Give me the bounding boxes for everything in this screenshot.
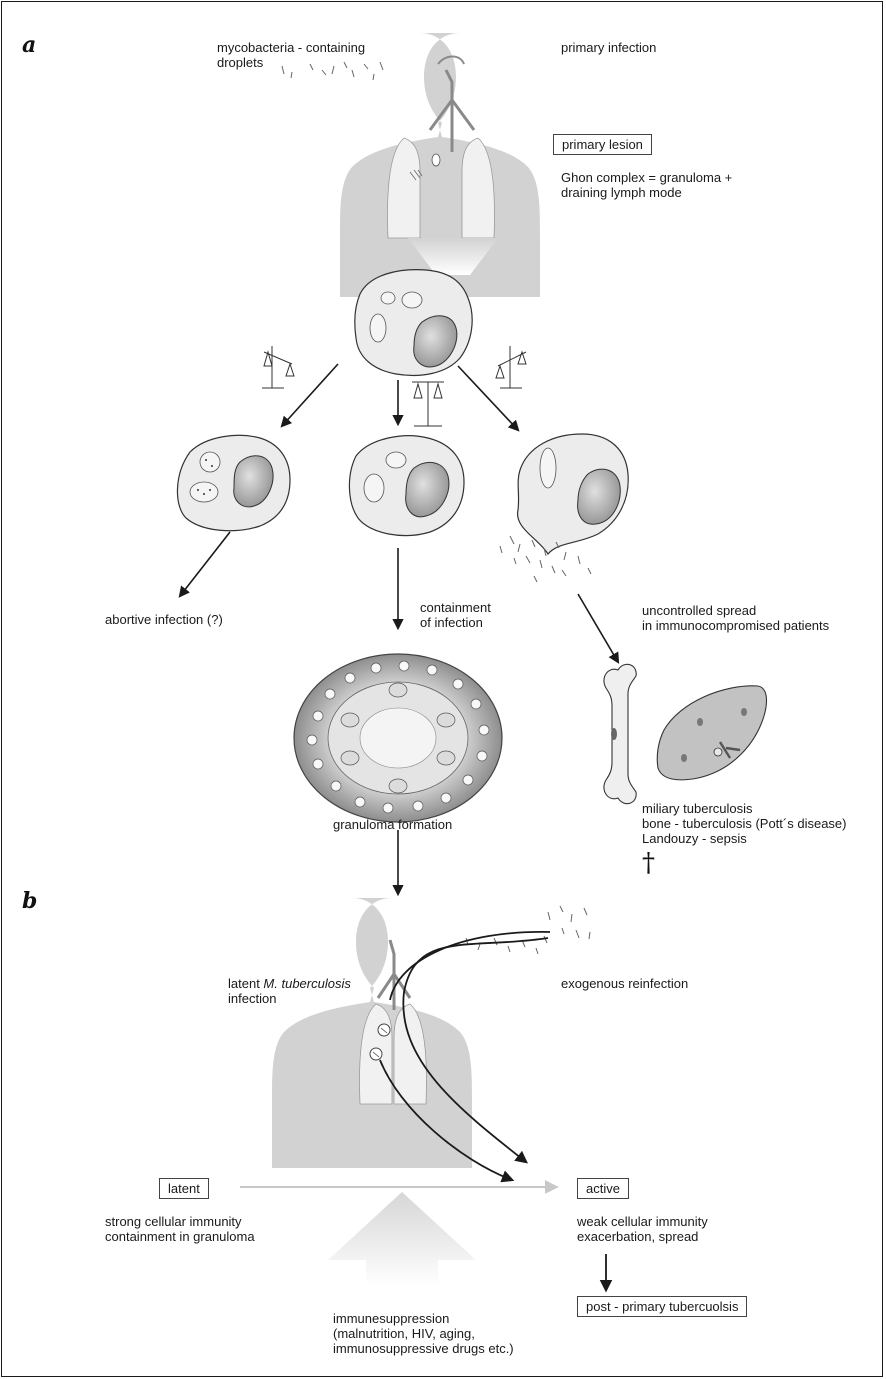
macrophage-top — [355, 270, 472, 376]
bone-icon — [604, 664, 636, 803]
panel-label-b: b — [22, 888, 37, 914]
immunesuppression-label: immunesuppression (malnutrition, HIV, ag… — [333, 1311, 514, 1356]
granuloma-formation-label: granuloma formation — [333, 817, 452, 832]
exogenous-reinfection-label: exogenous reinfection — [561, 976, 688, 991]
outcomes-label: miliary tuberculosis bone - tuberculosis… — [642, 801, 846, 846]
macrophage-abortive — [177, 435, 290, 530]
torso-a — [340, 33, 540, 297]
liver-icon — [657, 686, 766, 780]
torso-b — [272, 898, 472, 1168]
arrow-to-spreading-cell — [458, 366, 518, 430]
uncontrolled-spread-label: uncontrolled spread in immunocompromised… — [642, 603, 829, 633]
arrow-to-outcomes — [578, 594, 618, 662]
active-description: weak cellular immunity exacerbation, spr… — [577, 1214, 708, 1244]
balance-icon-right — [496, 346, 526, 388]
post-primary-box: post - primary tubercuolsis — [577, 1296, 747, 1317]
arrow-to-abortive-label — [180, 532, 230, 596]
latent-box: latent — [159, 1178, 209, 1199]
macrophage-contained — [349, 436, 464, 536]
ghon-complex-label: Ghon complex = granuloma + draining lymp… — [561, 170, 732, 200]
balance-icon-left — [262, 346, 294, 388]
panel-label-a: a — [22, 32, 36, 58]
abortive-infection-label: abortive infection (?) — [105, 612, 223, 627]
granuloma — [294, 654, 502, 822]
immunesuppression-arrow — [328, 1192, 476, 1286]
containment-label: containment of infection — [420, 600, 491, 630]
active-box: active — [577, 1178, 629, 1199]
balance-icon-center — [412, 382, 444, 426]
droplets-b — [466, 906, 590, 954]
primary-infection-label: primary infection — [561, 40, 656, 55]
droplets-label: mycobacteria - containing droplets — [217, 40, 365, 70]
latent-infection-label: latent M. tuberculosisinfection — [228, 976, 351, 1006]
macrophage-spreading — [500, 434, 628, 582]
latent-description: strong cellular immunity containment in … — [105, 1214, 255, 1244]
primary-lesion-box: primary lesion — [553, 134, 652, 155]
arrow-to-abortive-cell — [282, 364, 338, 426]
death-dagger: † — [642, 848, 655, 878]
